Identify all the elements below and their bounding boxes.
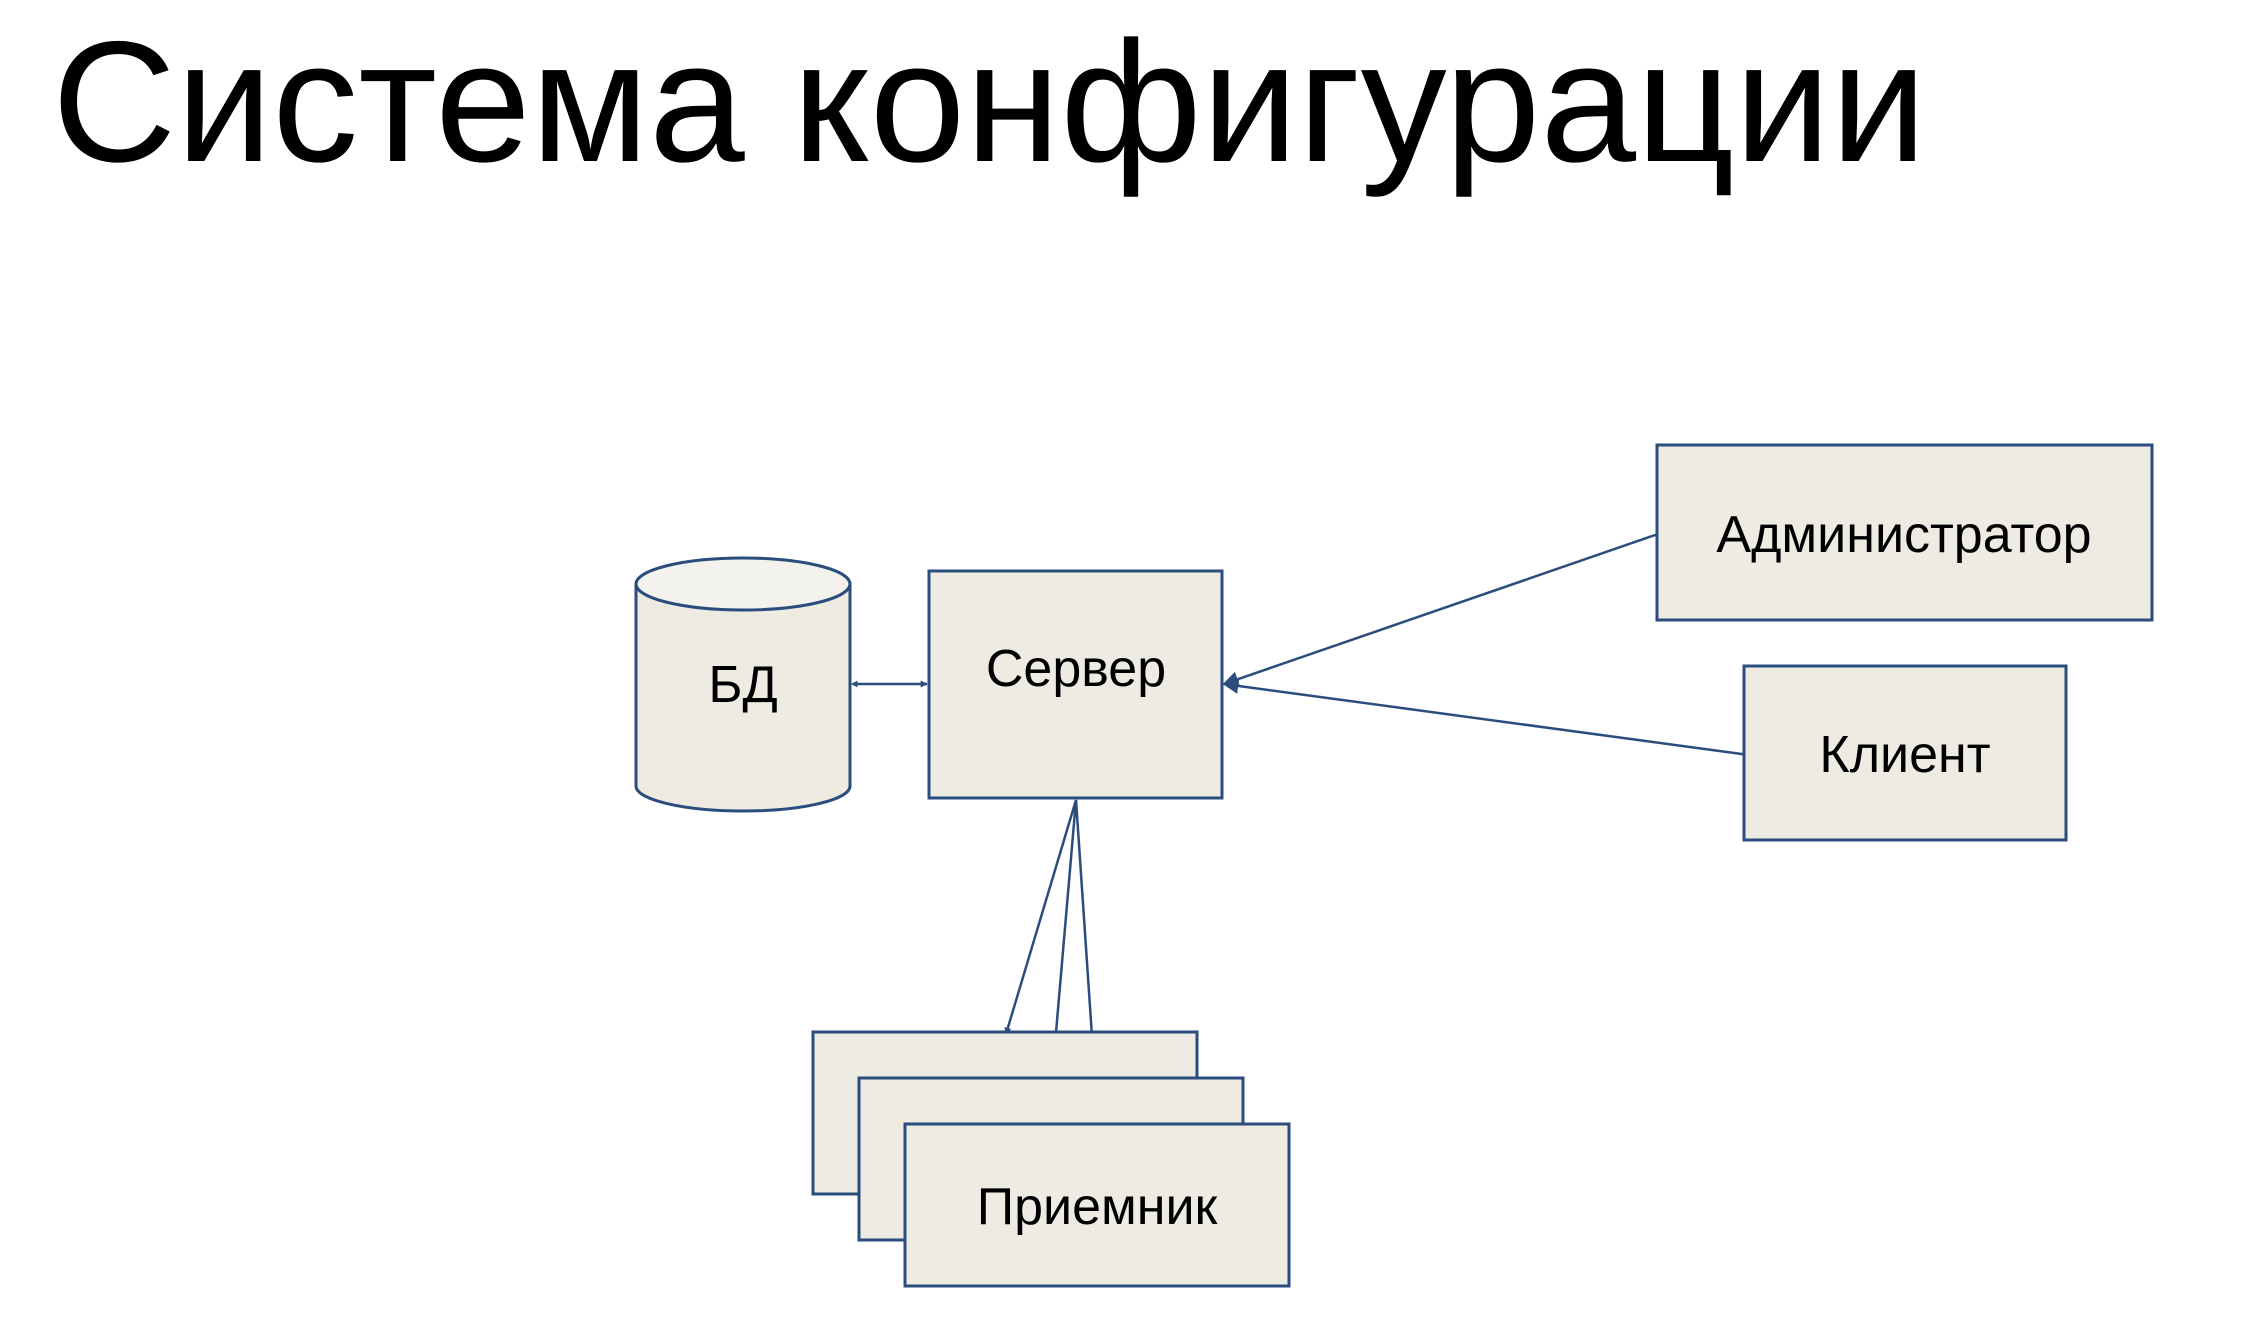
database-cylinder-top: [634, 556, 852, 612]
client-node: Клиент: [1742, 664, 2068, 842]
database-cylinder-icon: [634, 582, 852, 813]
admin-node: Администратор: [1655, 443, 2154, 622]
database-node: БД: [634, 556, 852, 813]
admin-box: [1655, 443, 2154, 622]
edge-admin-server: [1222, 531, 1662, 687]
slide-title: Система конфигурации: [52, 6, 1927, 198]
receiver-stack: Приемник: [811, 1030, 1291, 1288]
edge-client-server: [1222, 678, 1750, 757]
server-label: Сервер: [986, 640, 1166, 698]
admin-label: Администратор: [1716, 506, 2091, 564]
server-node: Сервер: [927, 569, 1224, 800]
client-label: Клиент: [1819, 726, 1990, 784]
server-box: [927, 569, 1224, 800]
receiver-box-front: [903, 1122, 1291, 1288]
receiver-label: Приемник: [977, 1178, 1218, 1236]
database-label: БД: [708, 656, 777, 714]
client-box: [1742, 664, 2068, 842]
edge-server-receiver-1: [1004, 799, 1078, 1035]
